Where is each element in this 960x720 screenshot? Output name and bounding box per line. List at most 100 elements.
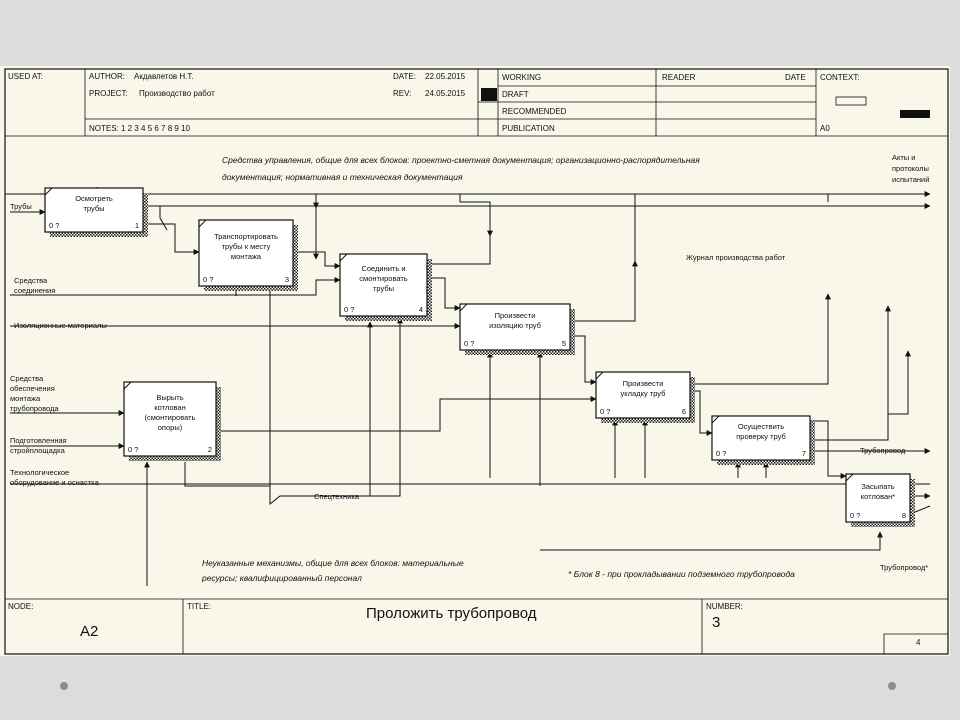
- block-cost: 0 ?: [850, 511, 860, 520]
- draft-marker: [481, 88, 497, 101]
- block-box: [711, 415, 811, 461]
- block-label-line: Осмотреть: [75, 194, 113, 203]
- block-label-line: котлован: [154, 403, 186, 412]
- block-box: [198, 219, 294, 287]
- block-label-line: трубы: [83, 204, 104, 213]
- header-block: [5, 69, 948, 137]
- date-value: 22.05.2015: [425, 72, 466, 81]
- idef0-sheet: USED AT: AUTHOR: Акдавлетов Н.Т. PROJECT…: [0, 66, 950, 656]
- block-number: 6: [682, 407, 686, 416]
- block-box: [459, 303, 571, 351]
- arrow-label-means-3: монтажа: [10, 394, 41, 403]
- project-label: PROJECT:: [89, 89, 128, 98]
- page-number: 4: [916, 638, 921, 647]
- block-cost: 0 ?: [49, 221, 59, 230]
- block-cost: 0 ?: [203, 275, 213, 284]
- arrow-label-acts-3: испытаний: [892, 175, 929, 184]
- nav-dot-right[interactable]: [888, 682, 896, 690]
- status-working: WORKING: [502, 73, 541, 82]
- arrow-label-acts-1: Акты и: [892, 153, 915, 162]
- arrow-label-tech-1: Технологическое: [10, 468, 69, 477]
- block-corner-mark: [595, 371, 604, 380]
- block-number: 7: [802, 449, 806, 458]
- arrow-label-means-1: Средства: [10, 374, 44, 383]
- mechanisms-note-line1: Неуказанные механизмы, общие для всех бл…: [202, 558, 464, 568]
- block-label-line: Вырыть: [156, 393, 183, 402]
- block-label-line: изоляцию труб: [489, 321, 541, 330]
- block-cost: 0 ?: [344, 305, 354, 314]
- node-value: A2: [80, 623, 98, 640]
- block-cost: 0 ?: [716, 449, 726, 458]
- number-value: 3: [712, 614, 720, 631]
- block-number: 8: [902, 511, 906, 520]
- block-box: [595, 371, 691, 419]
- arrow-label-site-1: Подготовленная: [10, 436, 67, 445]
- diagram-title: Проложить трубопровод: [366, 605, 537, 622]
- node-label: NODE:: [8, 602, 33, 611]
- block-number: 1: [135, 221, 139, 230]
- arrow-label-pipeline: Трубопровод: [860, 446, 906, 455]
- block-number: 2: [208, 445, 212, 454]
- arrow-label-joints-1: Средства: [14, 276, 48, 285]
- context-current-box: [900, 110, 930, 118]
- block-box: [44, 187, 144, 233]
- status-draft: DRAFT: [502, 90, 529, 99]
- block-label-line: (смонтировать: [145, 413, 196, 422]
- arrows: [5, 187, 931, 586]
- arrow-label-site-2: стройплощадка: [10, 446, 66, 455]
- block-corner-mark: [711, 415, 720, 424]
- block-label-line: опоры): [158, 423, 183, 432]
- block-label-line: котлован*: [861, 492, 895, 501]
- rev-label: REV:: [393, 89, 411, 98]
- block-corner-mark: [198, 219, 207, 228]
- block-label-line: Произвести: [495, 311, 536, 320]
- number-label: NUMBER:: [706, 602, 743, 611]
- footer-block: [5, 598, 948, 654]
- nav-dot-left[interactable]: [60, 682, 68, 690]
- idef0-diagram: USED AT: AUTHOR: Акдавлетов Н.Т. PROJECT…: [4, 68, 949, 655]
- block-label-line: трубы: [373, 284, 394, 293]
- controls-note-line2: документация; нормативная и техническая …: [222, 172, 463, 182]
- arrow-label-insulation: Изоляционные материалы: [14, 321, 107, 330]
- block-corner-mark: [845, 473, 854, 482]
- outer-frame: [4, 68, 949, 655]
- block-cost: 0 ?: [600, 407, 610, 416]
- block-label-line: Произвести: [623, 379, 664, 388]
- controls-note-line1: Средства управления, общие для всех блок…: [222, 155, 700, 165]
- block-label-line: укладку труб: [621, 389, 666, 398]
- rev-value: 24.05.2015: [425, 89, 466, 98]
- date-label: DATE:: [393, 72, 416, 81]
- block-box: [845, 473, 911, 523]
- block-label-line: Соединить и: [361, 264, 405, 273]
- arrow-label-acts-2: протоколы: [892, 164, 929, 173]
- block-number: 5: [562, 339, 566, 348]
- used-at-label: USED AT:: [8, 72, 43, 81]
- block-label-line: монтажа: [231, 252, 262, 261]
- author-value: Акдавлетов Н.Т.: [134, 72, 194, 81]
- block-label-line: проверку труб: [736, 432, 786, 441]
- context-label: CONTEXT:: [820, 73, 860, 82]
- arrow-label-journal: Журнал производства работ: [686, 253, 786, 262]
- reader-label: READER: [662, 73, 696, 82]
- context-parent-box: [835, 96, 867, 106]
- block-label-line: Засыпать: [861, 482, 894, 491]
- author-label: AUTHOR:: [89, 72, 125, 81]
- arrow-label-special: Спецтехника: [314, 492, 360, 501]
- status-publication: PUBLICATION: [502, 124, 555, 133]
- arrow-label-means-4: трубопровода: [10, 404, 60, 413]
- reader-date-label: DATE: [785, 73, 806, 82]
- block-corner-mark: [339, 253, 348, 262]
- mechanisms-note-line2: ресурсы; квалифицированный персонал: [201, 573, 362, 583]
- block-corner-mark: [459, 303, 468, 312]
- block-number: 3: [285, 275, 289, 284]
- block-label-line: Транспортировать: [214, 232, 278, 241]
